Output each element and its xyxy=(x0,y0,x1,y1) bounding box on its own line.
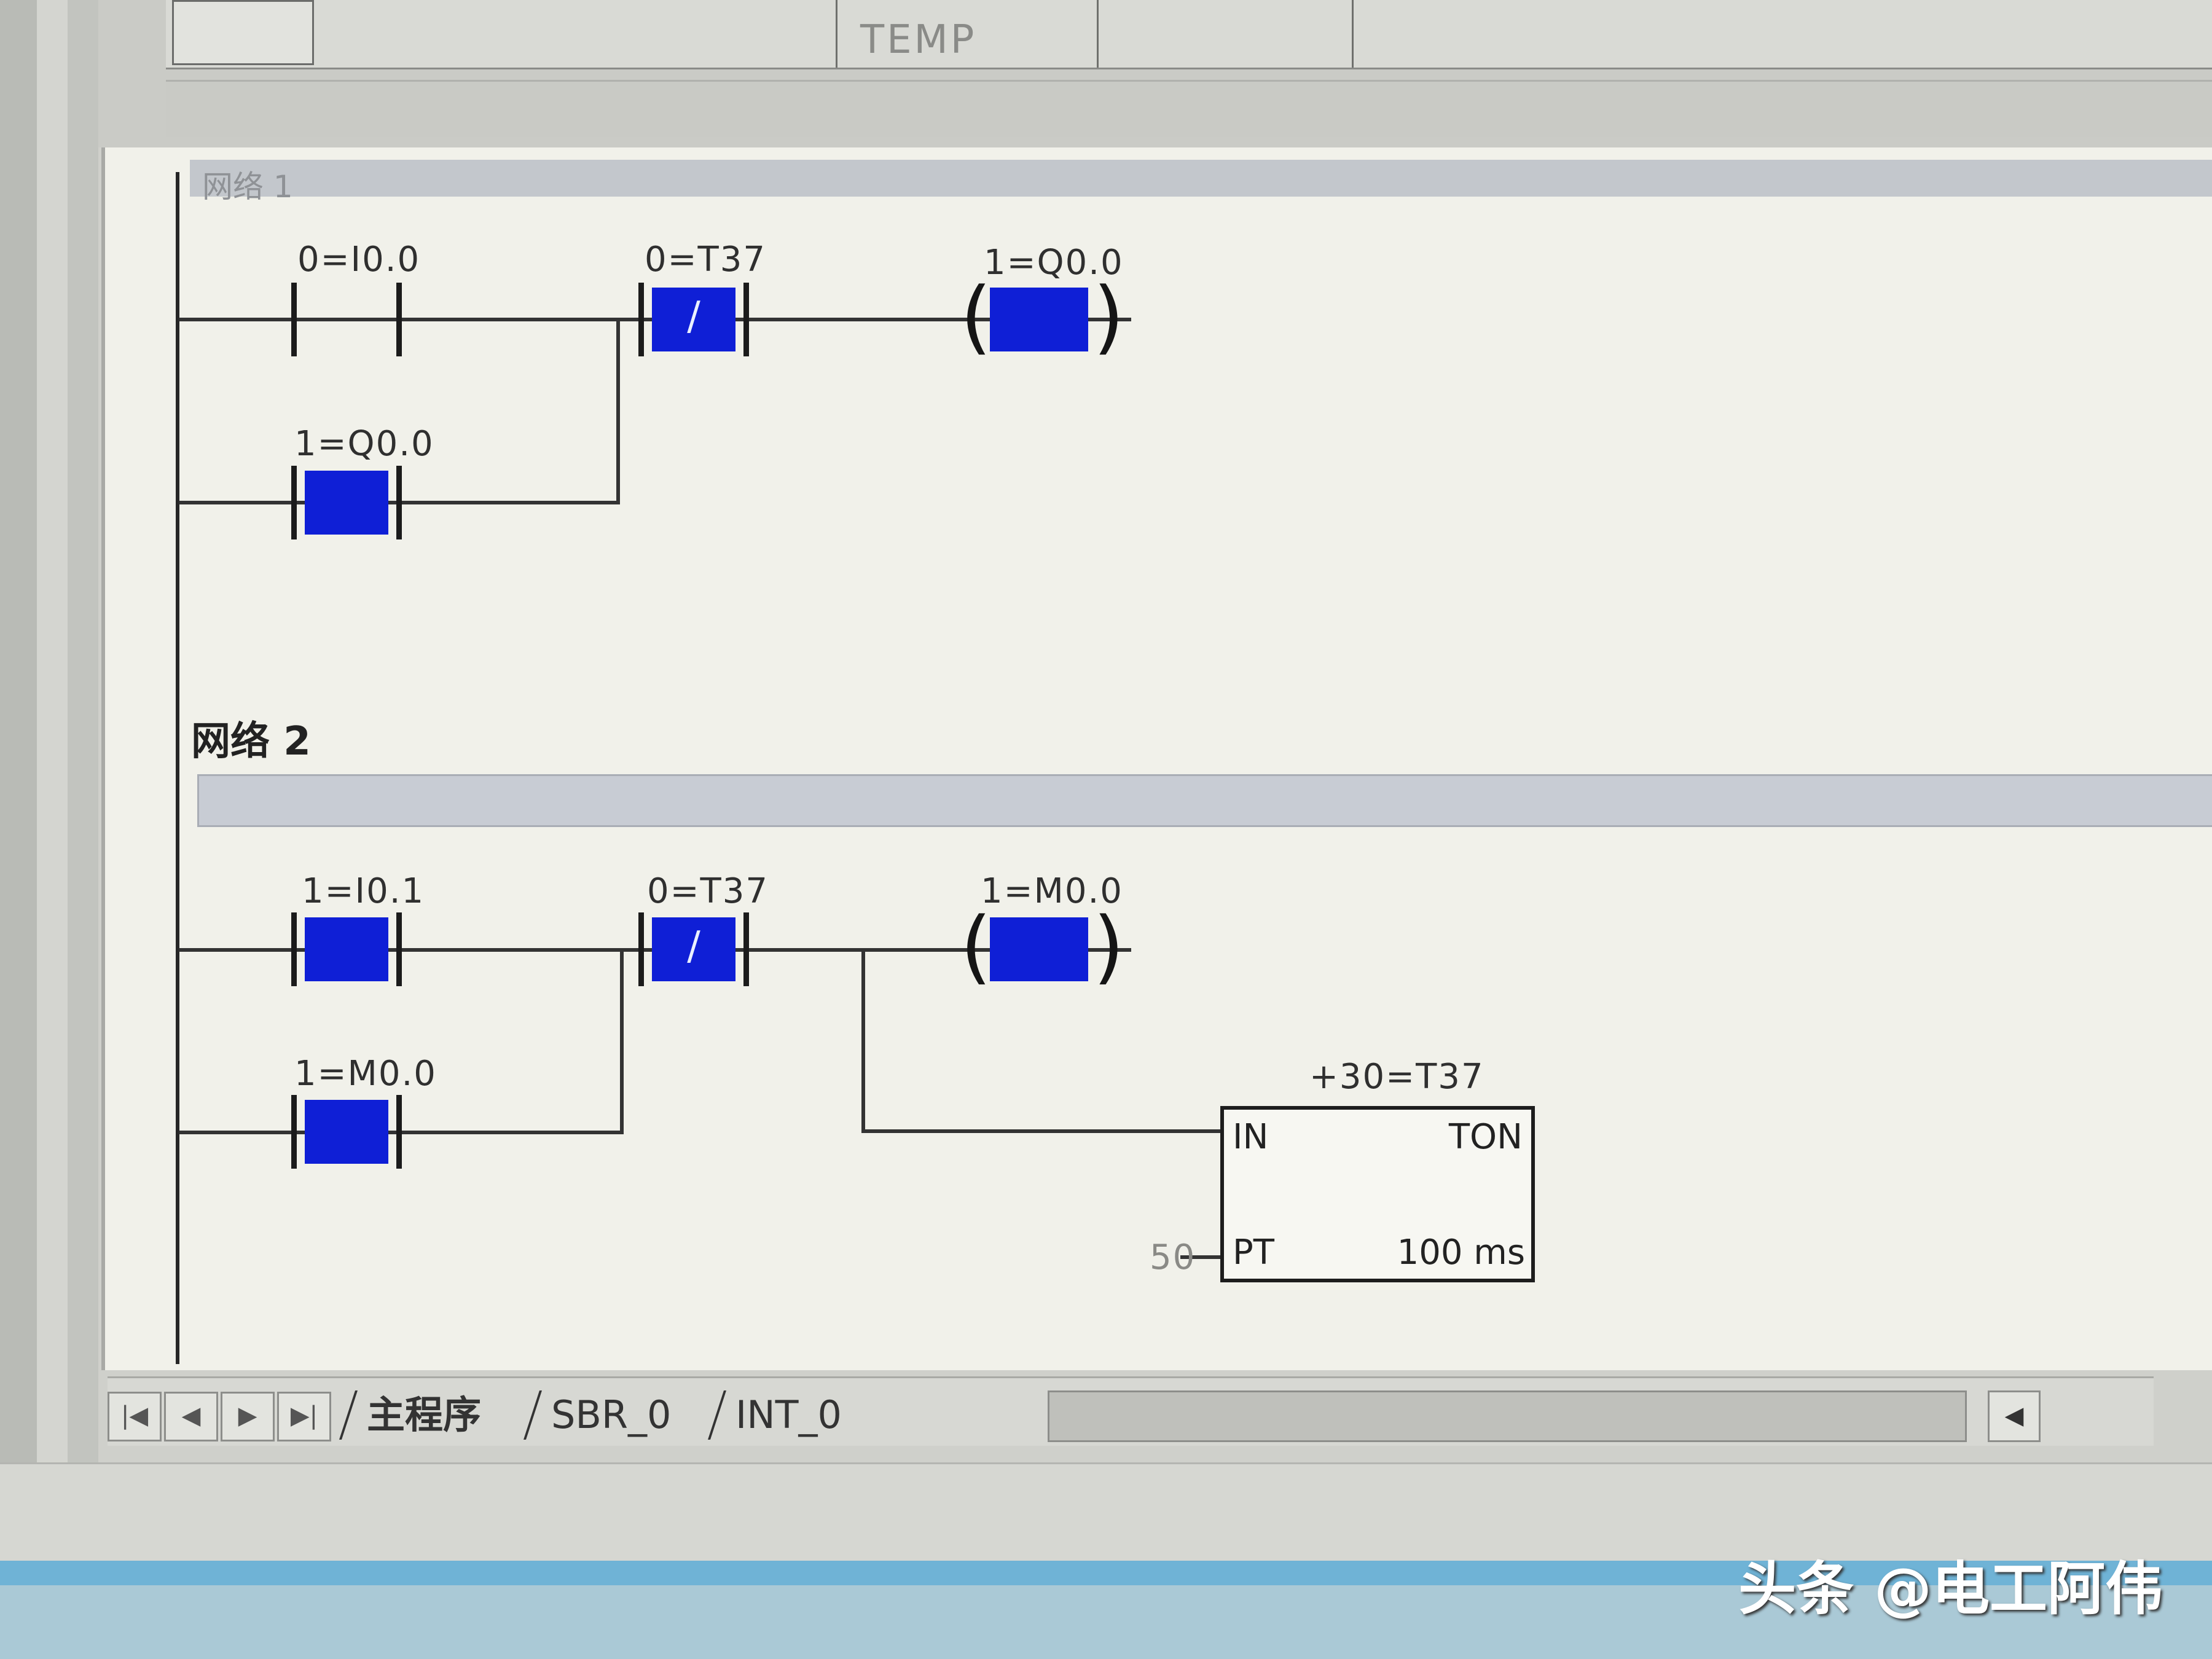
network2-comment-bar[interactable] xyxy=(197,774,2212,827)
variable-table-cell[interactable] xyxy=(172,0,314,65)
contact-t37-nc[interactable]: / xyxy=(638,912,749,986)
timer-type: TON xyxy=(1448,1117,1523,1157)
wire xyxy=(179,318,394,321)
wire xyxy=(738,948,1131,952)
status-bar xyxy=(0,1462,2212,1563)
network1-header[interactable]: 网络 1 xyxy=(190,160,2212,205)
column-divider[interactable] xyxy=(1352,0,1354,68)
contact-label: 0=T37 xyxy=(645,240,767,280)
var-type-temp: TEMP xyxy=(860,17,977,63)
timer-pt-value: 50 xyxy=(1150,1237,1196,1277)
contact-label: 1=I0.1 xyxy=(302,871,425,911)
coil-label: 1=M0.0 xyxy=(981,871,1123,911)
coil-label: 1=Q0.0 xyxy=(984,243,1124,283)
wire xyxy=(394,318,738,321)
network1-title: 网络 1 xyxy=(202,169,293,205)
column-divider[interactable] xyxy=(1097,0,1099,68)
contact-label: 1=Q0.0 xyxy=(294,424,434,464)
coil-q00[interactable]: () xyxy=(960,270,1124,363)
wire xyxy=(179,948,394,952)
contact-i00[interactable] xyxy=(291,283,402,356)
next-tab-button[interactable]: ▶ xyxy=(221,1392,275,1441)
first-tab-button[interactable]: |◀ xyxy=(108,1392,162,1441)
column-divider[interactable] xyxy=(836,0,837,68)
tab-main-program[interactable]: 主程序 xyxy=(339,1390,507,1440)
wire xyxy=(394,948,738,952)
contact-i01[interactable] xyxy=(291,912,402,986)
wire xyxy=(179,501,394,504)
program-tab-bar: |◀ ◀ ▶ ▶| 主程序 SBR_0 INT_0 ◀ xyxy=(108,1376,2154,1446)
wire xyxy=(861,950,865,1133)
power-rail xyxy=(176,172,179,1364)
ladder-editor[interactable]: 网络 1 0=I0.0 0=T37 / 1=Q0.0 () 1=Q0.0 网络 … xyxy=(101,147,2212,1370)
contact-label: 1=M0.0 xyxy=(294,1054,437,1094)
wire xyxy=(616,320,620,504)
scroll-left-button[interactable]: ◀ xyxy=(1988,1390,2041,1442)
timer-pt-pin: PT xyxy=(1233,1233,1274,1273)
taskbar xyxy=(0,1561,2212,1659)
contact-m00[interactable] xyxy=(291,1095,402,1169)
network2-title: 网络 2 xyxy=(191,719,311,764)
timer-label: +30=T37 xyxy=(1309,1057,1484,1097)
timer-base: 100 ms xyxy=(1397,1233,1525,1273)
tab-sbr0[interactable]: SBR_0 xyxy=(524,1390,697,1440)
normally-closed-slash: / xyxy=(687,924,700,969)
contact-q00[interactable] xyxy=(291,466,402,539)
variable-table: TEMP xyxy=(98,0,2212,147)
normally-closed-slash: / xyxy=(687,294,700,339)
wire xyxy=(394,501,620,504)
watermark: 头条 @电工阿伟 xyxy=(1738,1556,2163,1623)
prev-tab-button[interactable]: ◀ xyxy=(164,1392,218,1441)
timer-in-pin: IN xyxy=(1233,1117,1269,1157)
wire xyxy=(394,1131,624,1134)
variable-table-row[interactable] xyxy=(166,0,2212,69)
wire xyxy=(179,1131,394,1134)
ton-timer-block[interactable]: IN TON PT 100 ms xyxy=(1220,1106,1535,1282)
last-tab-button[interactable]: ▶| xyxy=(277,1392,331,1441)
wire xyxy=(738,318,1131,321)
coil-m00[interactable]: () xyxy=(960,900,1124,993)
contact-label: 0=I0.0 xyxy=(297,240,421,280)
contact-label: 0=T37 xyxy=(647,871,769,911)
left-frame xyxy=(0,0,98,1462)
wire xyxy=(620,950,624,1134)
contact-t37-nc[interactable]: / xyxy=(638,283,749,356)
tab-int0[interactable]: INT_0 xyxy=(708,1390,867,1440)
variable-table-strip xyxy=(166,80,2212,137)
wire xyxy=(861,1129,1224,1133)
wire xyxy=(1180,1255,1223,1259)
horizontal-scrollbar[interactable] xyxy=(1048,1390,1967,1442)
